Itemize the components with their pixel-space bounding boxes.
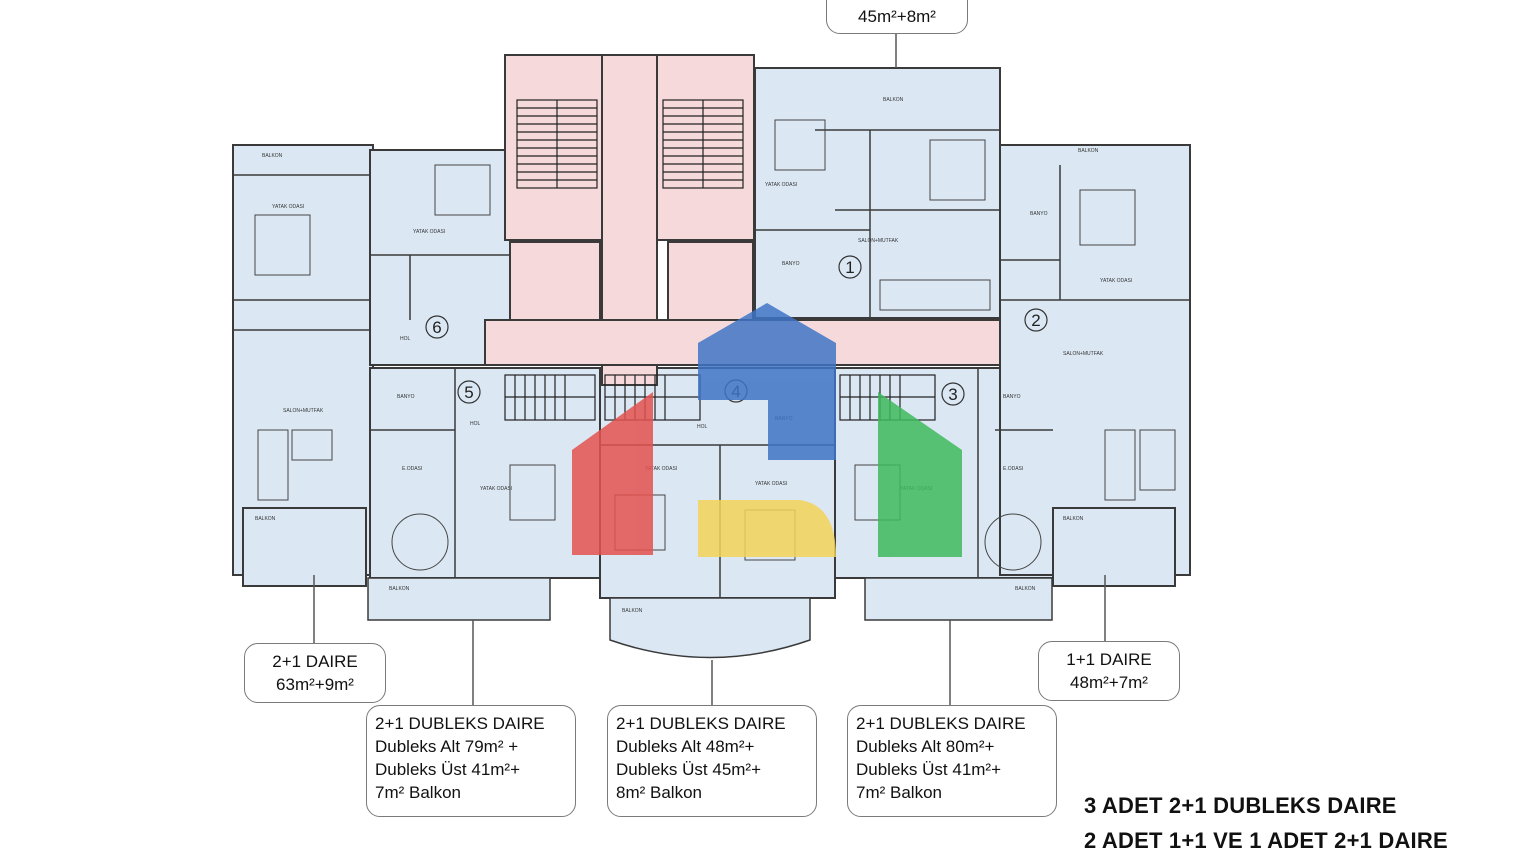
unit-number-1: 1 <box>845 258 854 277</box>
unit-marker-5 <box>457 380 481 404</box>
callout-duplex-left: 2+1 DUBLEKS DAIRE Dubleks Alt 79m² + Dub… <box>366 705 576 817</box>
label-hol-2: HOL <box>470 421 481 427</box>
balcony-4 <box>609 597 811 659</box>
stairs <box>504 99 936 421</box>
label-eodasi-1: E.ODASI <box>402 466 422 472</box>
label-balkon-1: BALKON <box>262 153 283 159</box>
unit-5-area <box>369 367 601 579</box>
callout-top-area: 45m²+8m² <box>858 7 936 26</box>
callout-right-unit: 1+1 DAIRE 48m²+7m² <box>1038 641 1180 701</box>
callout-duplex-center: 2+1 DUBLEKS DAIRE Dubleks Alt 48m²+ Dubl… <box>607 705 817 817</box>
duplex-right-title: 2+1 DUBLEKS DAIRE <box>856 714 1026 733</box>
label-balkon-4: BALKON <box>255 516 276 522</box>
label-salon-2: SALON+MUTFAK <box>1063 351 1104 357</box>
unit-left-balcony <box>242 507 367 587</box>
unit-number-6: 6 <box>432 318 441 337</box>
duplex-right-line3: 7m² Balkon <box>856 783 942 802</box>
balcony-5 <box>367 577 551 621</box>
duplex-right-line2: Dubleks Üst 41m²+ <box>856 760 1002 779</box>
label-balkon-2: BALKON <box>883 97 904 103</box>
summary-line-1: 3 ADET 2+1 DUBLEKS DAIRE <box>1084 793 1397 818</box>
duplex-center-line3: 8m² Balkon <box>616 783 702 802</box>
label-banyo-3: BANYO <box>397 394 415 400</box>
logo-yellow-shape <box>698 500 836 557</box>
label-balkon-5: BALKON <box>1063 516 1084 522</box>
unit-number-2: 2 <box>1031 311 1040 330</box>
callout-duplex-right: 2+1 DUBLEKS DAIRE Dubleks Alt 80m²+ Dubl… <box>847 705 1057 817</box>
unit-number-5: 5 <box>464 383 473 402</box>
unit-number-3: 3 <box>948 385 957 404</box>
callout-right-area: 48m²+7m² <box>1070 673 1148 692</box>
label-balkon-6: BALKON <box>389 586 410 592</box>
duplex-left-title: 2+1 DUBLEKS DAIRE <box>375 714 545 733</box>
duplex-center-line2: Dubleks Üst 45m²+ <box>616 760 762 779</box>
duplex-left-line1: Dubleks Alt 79m² + <box>375 737 519 756</box>
label-yatak-6: YATAK ODASI <box>645 466 677 472</box>
room-labels: BALKON BALKON BALKON BALKON BALKON BALKO… <box>255 97 1132 614</box>
label-banyo-5: BANYO <box>1003 394 1021 400</box>
callout-left-type: 2+1 DAIRE <box>272 652 358 671</box>
duplex-center-title: 2+1 DUBLEKS DAIRE <box>616 714 786 733</box>
callout-top: 45m²+8m² <box>826 0 968 34</box>
logo-blue-shape <box>698 303 836 460</box>
label-yatak-5: YATAK ODASI <box>480 486 512 492</box>
callout-left-area: 63m²+9m² <box>276 675 354 694</box>
core-left-lower <box>509 241 601 321</box>
unit-marker-2 <box>1024 308 1048 332</box>
label-salon-1: SALON+MUTFAK <box>858 238 899 244</box>
unit-marker-6 <box>425 315 449 339</box>
unit-marker-1 <box>838 255 862 279</box>
lower-balconies <box>367 577 1053 659</box>
label-balkon-3: BALKON <box>1078 148 1099 154</box>
duplex-left-line3: 7m² Balkon <box>375 783 461 802</box>
balcony-3 <box>864 577 1053 621</box>
partition-walls <box>233 129 1190 598</box>
callout-right-type: 1+1 DAIRE <box>1066 650 1152 669</box>
label-balkon-8: BALKON <box>1015 586 1036 592</box>
logo-red-shape <box>572 392 653 555</box>
label-eodasi-2: E.ODASI <box>1003 466 1023 472</box>
label-hol-1: HOL <box>400 336 411 342</box>
unit-left-area <box>232 144 374 576</box>
label-hol-3: HOL <box>697 424 708 430</box>
label-yatak-1: YATAK ODASI <box>272 204 304 210</box>
unit-2-area <box>999 144 1191 576</box>
label-banyo-2: BANYO <box>1030 211 1048 217</box>
label-salon-3: SALON+MUTFAK <box>283 408 324 414</box>
unit-marker-3 <box>941 382 965 406</box>
unit-1-area <box>754 67 1001 319</box>
label-yatak-7: YATAK ODASI <box>755 481 787 487</box>
label-yatak-3: YATAK ODASI <box>765 182 797 188</box>
watermark-logo <box>572 303 962 557</box>
leader-lines <box>313 33 1106 705</box>
duplex-right-line1: Dubleks Alt 80m²+ <box>856 737 995 756</box>
summary-line-2: 2 ADET 1+1 VE 1 ADET 2+1 DAIRE <box>1084 828 1448 853</box>
core-right-lower <box>667 241 754 321</box>
duplex-center-line1: Dubleks Alt 48m²+ <box>616 737 755 756</box>
logo-green-shape <box>878 392 962 557</box>
label-banyo-1: BANYO <box>782 261 800 267</box>
duplex-left-line2: Dubleks Üst 41m²+ <box>375 760 521 779</box>
callout-left-unit: 2+1 DAIRE 63m²+9m² <box>244 643 386 703</box>
label-balkon-7: BALKON <box>622 608 643 614</box>
unit-number-markers <box>425 255 1048 406</box>
label-yatak-4: YATAK ODASI <box>1100 278 1132 284</box>
label-yatak-2: YATAK ODASI <box>413 229 445 235</box>
unit-2-balcony <box>1052 507 1176 587</box>
